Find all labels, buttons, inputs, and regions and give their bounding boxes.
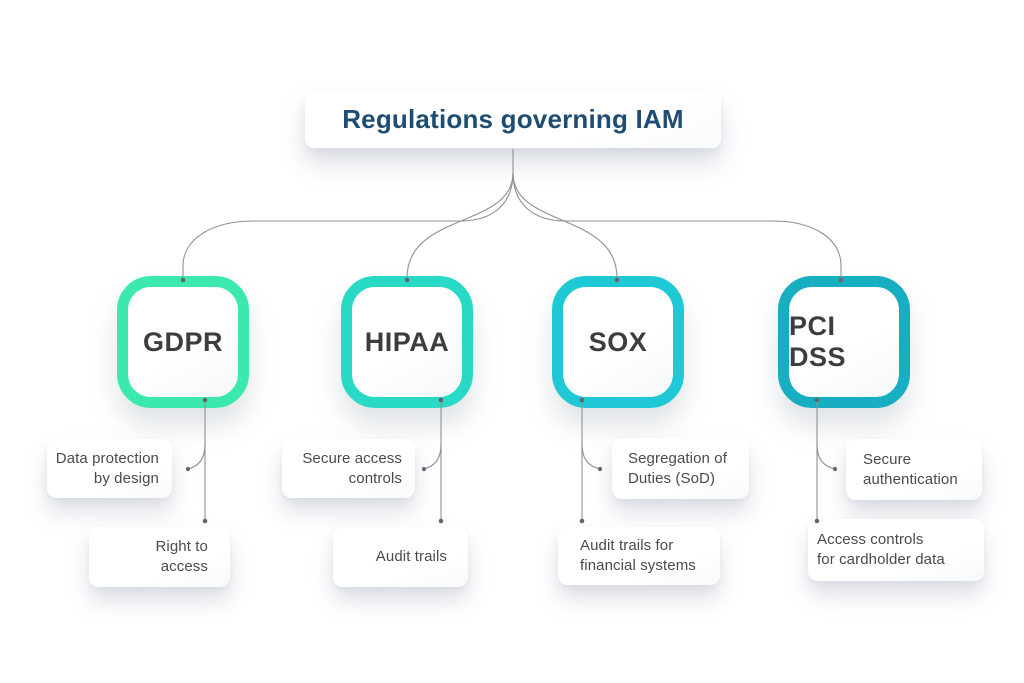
node-pcidss: PCI DSS <box>778 276 910 408</box>
leaf-gdpr-right-to-access: Right to access <box>89 527 230 587</box>
leaf-sox-audit-trails-text: Audit trails for financial systems <box>580 537 696 574</box>
leaf-sox-segregation-text: Segregation of Duties (SoD) <box>628 449 727 487</box>
node-hipaa: HIPAA <box>341 276 473 408</box>
connector-title-to-gdpr <box>182 172 514 278</box>
connector-sox-branch <box>581 443 601 470</box>
node-sox-label: SOX <box>588 326 648 357</box>
connector-hipaa-branch <box>423 443 442 470</box>
node-pcidss-label: PCI DSS <box>789 311 847 372</box>
page-title: Regulations governing IAM <box>342 103 684 134</box>
node-gdpr-label: GDPR <box>142 326 223 357</box>
leaf-sox-segregation: Segregation of Duties (SoD) <box>612 438 749 499</box>
leaf-gdpr-data-protection-text: Data protection by design <box>55 449 159 487</box>
connector-title-to-hipaa <box>406 172 514 279</box>
leaf-hipaa-audit-trails: Audit trails <box>333 527 468 587</box>
connector-title-to-pcidss <box>512 172 842 278</box>
leaf-pci-access-controls-text: Access controls for cardholder data <box>817 531 945 568</box>
connector-title-to-sox <box>512 172 618 279</box>
node-sox: SOX <box>552 276 684 408</box>
leaf-hipaa-secure-access-text: Secure access controls <box>302 449 402 487</box>
leaf-hipaa-audit-trails-text: Audit trails <box>375 548 447 565</box>
connector-gdpr-branch <box>187 443 206 470</box>
node-hipaa-label: HIPAA <box>364 326 450 357</box>
leaf-gdpr-data-protection: Data protection by design <box>47 439 172 498</box>
node-gdpr: GDPR <box>117 276 249 408</box>
connector-pcidss-branch <box>816 443 836 470</box>
leaf-sox-audit-trails: Audit trails for financial systems <box>558 527 720 585</box>
leaf-gdpr-right-to-access-text: Right to access <box>155 538 208 575</box>
leaf-pci-secure-auth: Secure authentication <box>846 439 982 500</box>
leaf-hipaa-secure-access: Secure access controls <box>282 439 415 498</box>
leaf-pci-access-controls: Access controls for cardholder data <box>808 519 984 581</box>
leaf-pci-secure-auth-text: Secure authentication <box>863 450 958 488</box>
title-card: Regulations governing IAM <box>305 90 721 148</box>
